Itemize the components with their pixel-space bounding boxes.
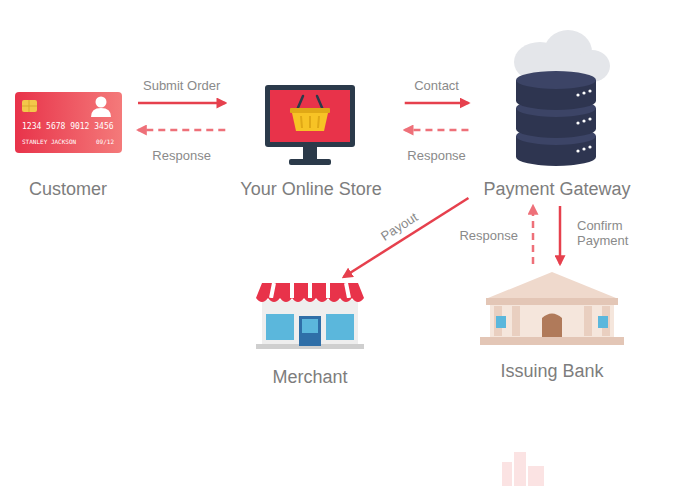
card-number: 1234 5678 9012 3456	[22, 122, 114, 131]
icon-node: Issuing Bank	[477, 268, 627, 382]
node-caption: Merchant	[268, 366, 351, 388]
bank-building	[480, 272, 624, 345]
edge-label: Submit Order	[140, 78, 223, 93]
response-arrow	[405, 129, 469, 132]
card-expiry: 09/12	[96, 138, 114, 145]
node-caption: Payment Gateway	[479, 178, 634, 200]
node-caption: Customer	[25, 178, 111, 200]
response-arrow	[138, 129, 225, 132]
card-holder: STANLEY JACKSON	[22, 138, 76, 145]
edge-label: Response	[456, 228, 521, 243]
request-arrow	[138, 102, 225, 105]
request-arrow	[405, 102, 469, 105]
icon-node: Customer	[12, 88, 124, 200]
edge-label: Response	[149, 148, 214, 163]
response-arrow	[532, 206, 535, 264]
icon-node: Your Online Store	[231, 82, 390, 200]
node-caption: Your Online Store	[236, 178, 385, 200]
request-arrow	[559, 206, 562, 264]
icon-node: Payment Gateway	[474, 42, 639, 200]
credit-card	[15, 92, 122, 153]
node-caption: Issuing Bank	[496, 360, 607, 382]
merchant-shop	[256, 283, 364, 349]
icon-node: Merchant	[250, 280, 370, 388]
gateway-servers	[514, 30, 610, 166]
store-monitor	[265, 85, 355, 165]
request-arrow	[344, 198, 469, 277]
edge-label: Confirm Payment	[574, 218, 640, 248]
faint-watermark	[502, 452, 544, 486]
edge-label: Payout	[375, 208, 422, 246]
edge-label: Contact	[411, 78, 462, 93]
edge-label: Response	[404, 148, 469, 163]
